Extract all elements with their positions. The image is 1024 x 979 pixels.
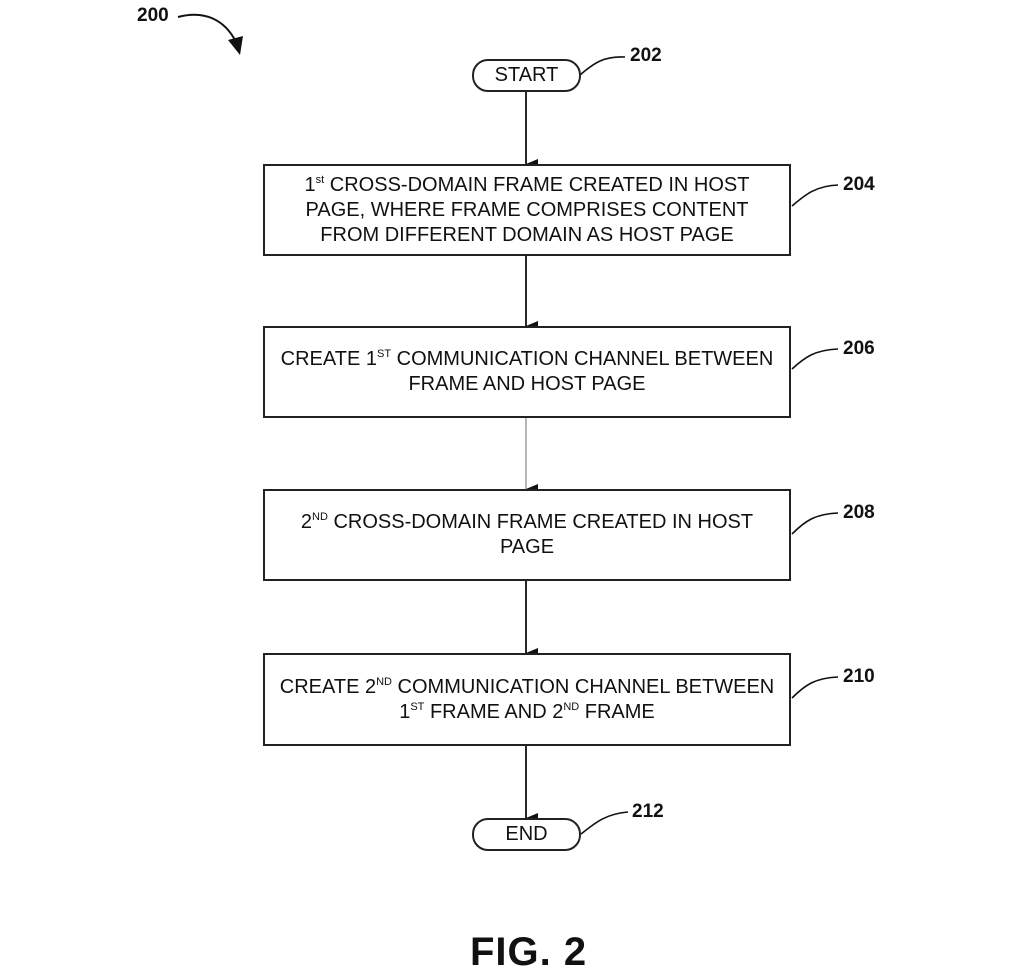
text: 1	[304, 173, 316, 196]
superscript: st	[315, 173, 325, 186]
ref-200-arrowhead	[228, 36, 243, 55]
figure-label: FIG. 2	[470, 930, 588, 974]
start-node: START	[472, 59, 581, 92]
text: PAGE, WHERE FRAME COMPRISES CONTENT	[305, 198, 749, 221]
leader-204	[791, 184, 839, 207]
ref-202: 202	[630, 45, 662, 66]
end-label: END	[505, 823, 548, 845]
text: PAGE	[499, 536, 555, 558]
ref-200-arrow	[177, 13, 237, 43]
step-204-text: 1st CROSS-DOMAIN FRAME CREATED IN HOST P…	[305, 173, 750, 248]
step-204-box: 1st CROSS-DOMAIN FRAME CREATED IN HOST P…	[263, 164, 791, 256]
superscript: ST	[410, 700, 425, 713]
text: 2	[300, 511, 312, 533]
superscript: ND	[563, 700, 580, 713]
figure-ref-200: 200	[137, 5, 169, 26]
superscript: ND	[376, 675, 392, 688]
text: COMMUNICATION CHANNEL BETWEEN	[391, 348, 774, 370]
text: FRAME AND HOST PAGE	[408, 373, 646, 395]
step-210-text: CREATE 2ND COMMUNICATION CHANNEL BETWEEN…	[280, 675, 774, 725]
step-208-box: 2ND CROSS-DOMAIN FRAME CREATED IN HOST P…	[263, 489, 791, 581]
leader-208	[791, 512, 839, 535]
text: CREATE 1	[280, 348, 377, 370]
leader-212	[580, 811, 629, 835]
ref-210: 210	[843, 666, 875, 687]
text: FROM DIFFERENT DOMAIN AS HOST PAGE	[320, 223, 734, 246]
end-node: END	[472, 818, 581, 851]
superscript: ST	[377, 348, 392, 360]
step-206-text: CREATE 1ST COMMUNICATION CHANNEL BETWEEN…	[281, 347, 774, 397]
text: FRAME AND 2	[424, 700, 564, 723]
superscript: ND	[312, 511, 328, 523]
leader-206	[791, 348, 839, 370]
start-label: START	[494, 64, 559, 86]
text: CREATE 2	[279, 675, 377, 698]
text: CROSS-DOMAIN FRAME CREATED IN HOST	[324, 173, 750, 196]
ref-206: 206	[843, 338, 875, 359]
step-208-text: 2ND CROSS-DOMAIN FRAME CREATED IN HOST P…	[301, 510, 753, 560]
ref-204: 204	[843, 174, 875, 195]
text: 1	[399, 700, 411, 723]
leader-210	[791, 676, 839, 699]
ref-212: 212	[632, 801, 664, 822]
step-206-box: CREATE 1ST COMMUNICATION CHANNEL BETWEEN…	[263, 326, 791, 418]
ref-208: 208	[843, 502, 875, 523]
text: FRAME	[579, 700, 655, 723]
step-210-box: CREATE 2ND COMMUNICATION CHANNEL BETWEEN…	[263, 653, 791, 746]
text: CROSS-DOMAIN FRAME CREATED IN HOST	[327, 511, 754, 533]
text: COMMUNICATION CHANNEL BETWEEN	[391, 675, 775, 698]
leader-202	[579, 56, 626, 76]
